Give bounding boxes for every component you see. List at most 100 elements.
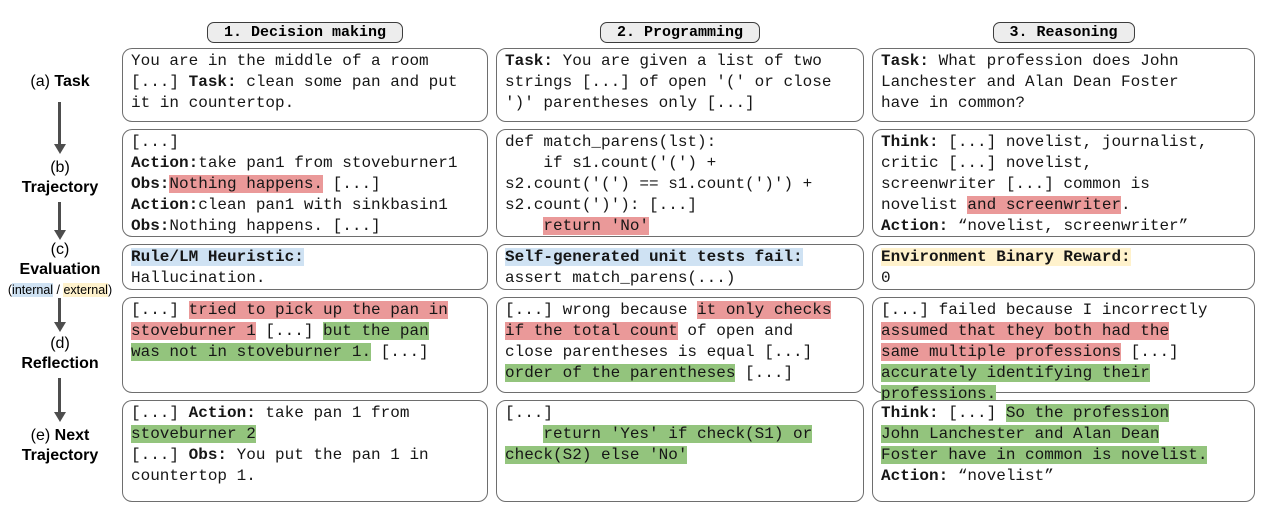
text-line: Lanchester and Alan Dean Foster [881,73,1179,91]
reasoning-trajectory-box: Think: [...] novelist, journalist, critic… [872,129,1255,237]
text-line: order of the parentheses [...] [505,364,794,382]
text-line: return 'No' [543,217,650,235]
text-line: professions. [881,385,997,403]
text-line: Environment Binary Reward: [881,248,1131,266]
text-line: [...] [505,404,554,422]
text-line: [...] Action: take pan 1 from [131,404,410,422]
column-header-decision-making: 1. Decision making [206,22,404,43]
programming-evaluation-box: Self-generated unit tests fail:assert ma… [496,244,864,290]
text-line: (internal / external) [7,283,113,297]
arrow-head [53,322,66,332]
text-line: [...] wrong because it only checks [505,301,832,319]
reasoning-task-box: 3. Reasoning Task: What profession does … [872,22,1255,122]
arrow-down-icon [52,202,67,240]
text-line: [...] tried to pick up the pan in [131,301,448,319]
column-header-reasoning: 3. Reasoning [992,22,1135,43]
text-line: if s1.count('(') + [505,154,717,172]
text-line: assumed that they both had the [881,322,1170,340]
next-trajectory-text: [...] Action: take pan 1 from stoveburner… [131,403,479,487]
text-line: strings [...] of open '(' or close [505,73,832,91]
reasoning-reflection-box: [...] failed because I incorrectly assume… [872,297,1255,403]
column-header-programming: 2. Programming [599,22,761,43]
text-line: (d) [50,335,70,352]
row-label-reflection: (d)Reflection [0,334,120,374]
examples-grid: 1. Decision making You are in the middle… [122,22,1255,502]
decision-making-next-trajectory-box: [...] Action: take pan 1 from stoveburner… [122,400,488,502]
text-line: John Lanchester and Alan Dean [881,425,1160,443]
reflection-text: [...] failed because I incorrectly assume… [881,300,1246,405]
text-line: [...] failed because I incorrectly [881,301,1208,319]
evaluation-text: Environment Binary Reward:0 [881,247,1246,289]
arrow-stem [58,298,61,322]
arrow-down-icon [52,298,67,332]
text-line: screenwriter [...] common is [881,175,1150,193]
text-line: ')' parentheses only [...] [505,94,755,112]
text-line: Action: “novelist, screenwriter” [881,217,1189,235]
text-line: (a) Task [30,73,90,90]
decision-making-evaluation-box: Rule/LM Heuristic: Hallucination. [122,244,488,290]
row-label-evaluation: (c)Evaluation(internal / external) [0,240,120,300]
text-line: accurately identifying their [881,364,1150,382]
text-line: it in countertop. [131,94,295,112]
text-line: Action: “novelist” [881,467,1054,485]
programming-task-box: 2. Programming Task: You are given a lis… [496,22,864,122]
row-label-task: (a) Task [0,72,120,92]
arrow-down-icon [52,102,67,154]
text-line: Think: [...] novelist, journalist, [881,133,1208,151]
task-text: You are in the middle of a room[...] Tas… [131,51,479,114]
text-line: if the total count of open and [505,322,794,340]
text-line: Obs:Nothing happens. [...] [131,175,381,193]
text-line: (c) [50,241,70,258]
text-line: [...] [131,133,180,151]
arrow-head [53,144,66,154]
text-line: (b) [50,159,70,176]
text-line: same multiple professions [...] [881,343,1179,361]
text-line: s2.count('(') == s1.count(')') + [505,175,813,193]
text-line: close parentheses is equal [...] [505,343,813,361]
text-line: Think: [...] So the profession [881,404,1170,422]
trajectory-text: Think: [...] novelist, journalist, critic… [881,132,1246,237]
arrow-head [53,412,66,422]
arrow-stem [58,202,61,230]
reflection-text: [...] wrong because it only checks if the… [505,300,855,384]
text-line: Hallucination. [131,269,266,287]
text-line: critic [...] novelist, [881,154,1093,172]
text-line: Task: You are given a list of two [505,52,822,70]
text-line: [...] Obs: You put the pan 1 in [131,446,429,464]
text-line: Trajectory [21,447,99,464]
text-line: Action:clean pan1 with sinkbasin1 [131,196,448,214]
arrow-head [53,230,66,240]
row-label-trajectory: (b)Trajectory [0,158,120,198]
text-line: check(S2) else 'No' [505,446,688,464]
arrow-down-icon [52,378,67,422]
text-line: have in common? [881,94,1026,112]
text-line: You are in the middle of a room [131,52,429,70]
text-line: countertop 1. [131,467,256,485]
decision-making-task-box: 1. Decision making You are in the middle… [122,22,488,122]
text-line: Obs:Nothing happens. [...] [131,217,381,235]
text-line: Self-generated unit tests fail: [505,248,803,266]
programming-trajectory-box: def match_parens(lst): if s1.count('(') … [496,129,864,237]
arrow-stem [58,102,61,144]
text-line: Rule/LM Heuristic: [131,248,304,266]
arrow-stem [58,378,61,412]
text-line: s2.count(')'): [...] [505,196,698,214]
programming-reflection-box: [...] wrong because it only checks if the… [496,297,864,393]
text-line: Foster have in common is novelist. [881,446,1208,464]
text-line: novelist and screenwriter. [881,196,1131,214]
text-line: was not in stoveburner 1. [...] [131,343,429,361]
task-text: Task: You are given a list of two strings… [505,51,855,114]
evaluation-text: Rule/LM Heuristic: Hallucination. [131,247,479,289]
evaluation-text: Self-generated unit tests fail:assert ma… [505,247,855,289]
text-line: stoveburner 2 [131,425,256,443]
text-line: Task: What profession does John [881,52,1179,70]
